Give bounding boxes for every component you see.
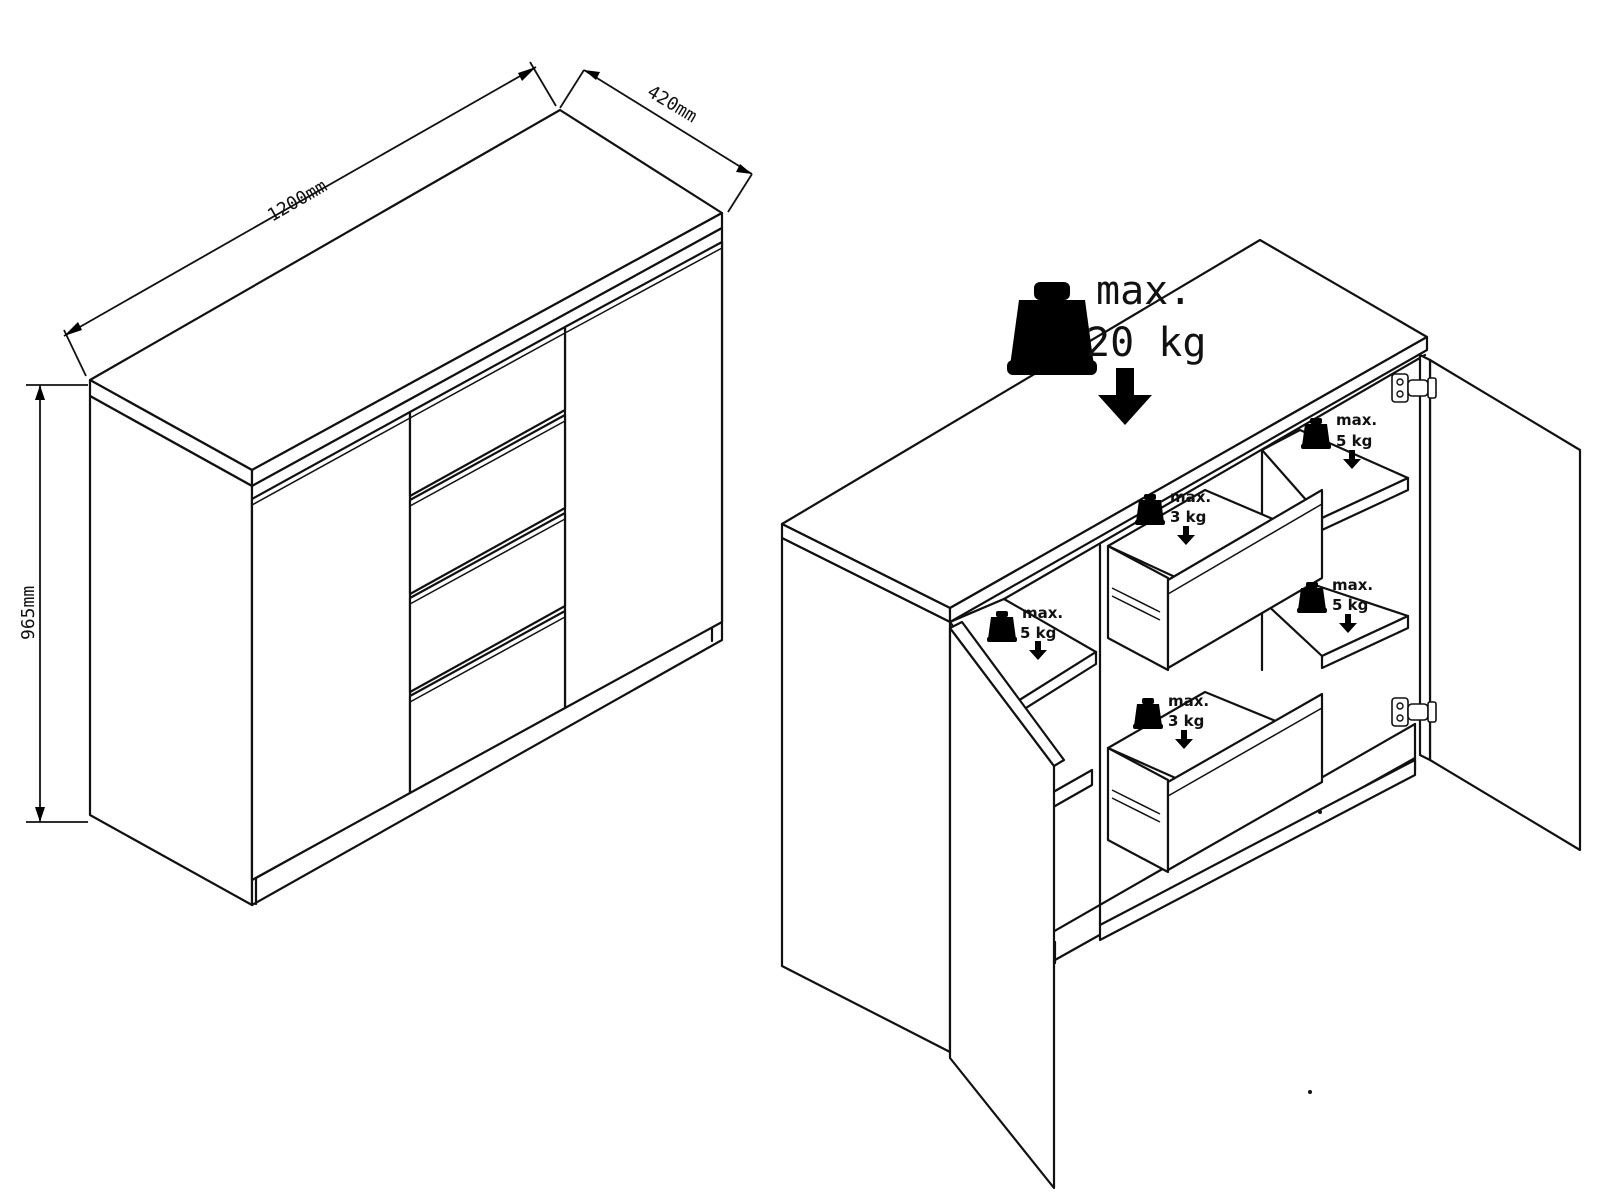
shelf-right-lower-weight: 5 kg — [1332, 596, 1368, 614]
weight-icon — [1301, 418, 1331, 449]
drawer-2 — [408, 413, 567, 596]
drawer-4 — [408, 609, 567, 795]
drawer-3 — [408, 511, 567, 694]
shelf-right-upper — [1260, 428, 1410, 532]
right-open-door — [1418, 353, 1582, 852]
load-label-drawer-upper: max. 3 kg — [1135, 488, 1211, 545]
drawer-stack — [408, 325, 567, 795]
shelf-right-upper-weight: 5 kg — [1336, 432, 1372, 450]
shelf-right-upper-max: max. — [1336, 411, 1377, 429]
top-weight: 20 kg — [1086, 320, 1206, 366]
shelf-right-lower-max: max. — [1332, 576, 1373, 594]
height-label: 965mm — [18, 586, 39, 640]
weight-icon — [1007, 282, 1097, 375]
shelf-left-weight: 5 kg — [1020, 624, 1056, 642]
shelf-left-max: max. — [1022, 604, 1063, 622]
drawer-lower-weight: 3 kg — [1168, 712, 1204, 730]
drawer-upper-max: max. — [1170, 488, 1211, 506]
weight-icon — [1133, 698, 1163, 729]
drawer-upper-weight: 3 kg — [1170, 508, 1206, 526]
load-label-drawer-lower: max. 3 kg — [1133, 692, 1209, 749]
height-dimension: 965mm — [18, 384, 88, 823]
load-label-shelf-right-lower: max. 5 kg — [1297, 576, 1373, 633]
top-max: max. — [1096, 268, 1192, 314]
left-open-door — [948, 620, 1066, 1190]
open-cabinet — [780, 238, 1582, 1190]
hinge-icon-upper — [1391, 373, 1437, 403]
hinge-icon-lower — [1391, 697, 1437, 727]
drawer-lower-front — [1166, 692, 1324, 872]
drawer-lower — [1106, 690, 1324, 874]
depth-label: 420mm — [643, 81, 700, 127]
width-label: 1200mm — [264, 176, 331, 227]
drawer-upper-front — [1166, 488, 1324, 670]
closed-cabinet: 1200mm 420mm 965mm — [18, 61, 753, 907]
load-label-shelf-right-upper: max. 5 kg — [1301, 411, 1377, 469]
load-label-shelf-left: max. 5 kg — [987, 604, 1063, 660]
drawer-lower-max: max. — [1168, 692, 1209, 710]
load-label-top: max. 20 kg — [1007, 268, 1206, 425]
drawer-1 — [408, 325, 567, 498]
